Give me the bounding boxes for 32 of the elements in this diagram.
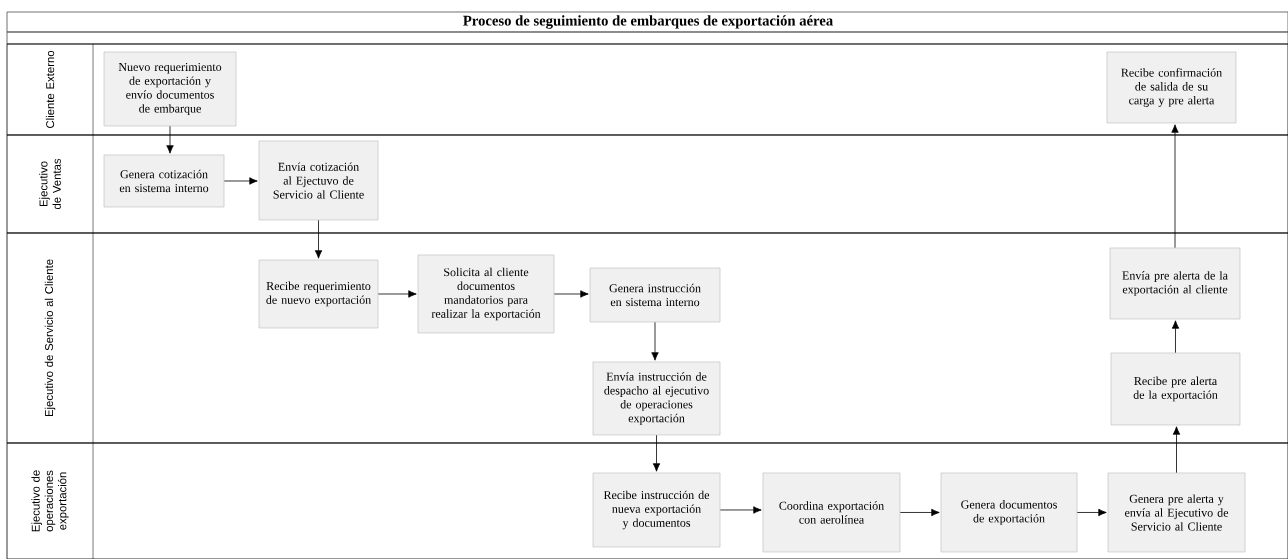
arrow <box>1171 124 1179 249</box>
process-box: Genera pre alerta y envía al Ejecutivo de Servicio al Cliente <box>1107 472 1246 553</box>
process-box: Genera cotización en sistema interno <box>103 154 225 208</box>
arrow <box>377 290 417 298</box>
process-box: Recibe pre alerta de la exportación <box>1110 352 1241 426</box>
process-box: Solicita al cliente documentos mandatorios para realizar la exportación <box>417 254 555 334</box>
process-box: Genera instrucción en sistema interno <box>589 267 721 323</box>
arrow <box>553 290 589 298</box>
process-box: Genera documentos de exportación <box>940 472 1078 553</box>
title: Proceso de seguimiento de embarques de exportación aérea <box>463 15 833 29</box>
lane-label: Ejecutivo de Ventas <box>39 158 61 210</box>
arrow <box>719 506 762 514</box>
process-box: Coordina exportación con aerolínea <box>762 472 901 553</box>
process-box: Envía pre alerta de la exportación al cliente <box>1109 247 1241 320</box>
arrow <box>314 219 323 259</box>
lane-label: Cliente Externo <box>45 50 55 128</box>
arrow <box>1076 508 1107 517</box>
lane-label: Ejecutivo de Servicio al Cliente <box>44 259 56 417</box>
arrow <box>1171 320 1180 354</box>
process-box: Envía instrucción de despacho al ejecutivo de operaciones exportación <box>592 361 721 436</box>
process-box: Nuevo requerimiento de exportación y envío documentos de embarque <box>103 51 237 127</box>
process-box: Recibe requerimiento de nuevo exportación <box>258 259 379 329</box>
arrow <box>899 508 940 517</box>
process-box: Recibe instrucción de nueva exportación y documentos <box>592 472 721 548</box>
process-box: Recibe confirmación de salida de su carga y pre alerta <box>1106 51 1237 124</box>
arrow <box>651 321 659 361</box>
arrow <box>1172 426 1181 474</box>
arrow <box>166 125 174 154</box>
process-box: Envía cotización al Ejectuvo de Servicio al Cliente <box>258 140 379 221</box>
arrow <box>223 177 258 185</box>
arrow <box>652 434 661 472</box>
lane-label: Ejecutivo de operaciones exportación <box>31 470 69 532</box>
